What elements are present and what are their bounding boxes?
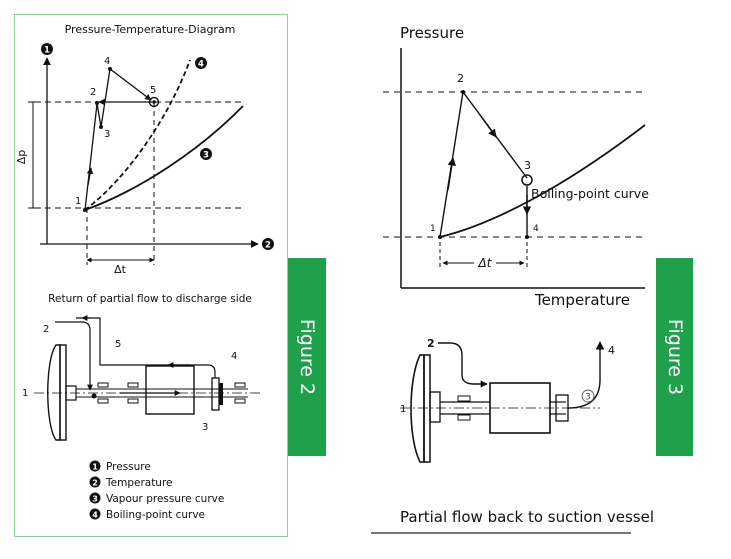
figure2-path-1-2 [84,103,98,211]
figure3-pump-sketch: 2 4 1 3 [400,337,615,463]
figure2-pump-label-4: 4 [231,351,237,362]
figure2-frame [14,14,288,537]
figure2-pressure-axis-marker [41,43,53,55]
figure3-curve-label: Boiling-point curve [531,186,649,201]
figure2-point-4: 4 [104,56,110,67]
figure2-legend: 1 Pressure 2 Temperature 3 Vapour pressu… [89,460,224,521]
figure3-tab: Figure 3 [656,258,693,456]
figure3-caption: Partial flow back to suction vessel [400,508,654,526]
figure2-rotor [145,365,195,415]
figure2-point-1: 1 [75,196,81,207]
figure2-temperature-axis-marker [262,238,274,250]
figure3-return-line [567,341,605,409]
figure3-pump-label-2: 2 [427,337,435,350]
figure2-pump-label-2: 2 [43,324,49,335]
figure2-curve4-marker [195,57,207,69]
figure2-tab: Figure 2 [288,258,326,456]
legend-num-3: 3 [92,494,98,503]
figure2-curve-marker-4: 4 [198,60,204,70]
figure2-pump-label-1: 1 [22,388,28,399]
figure2-point-3: 3 [104,129,110,140]
figure2-axis-marker-y: 1 [44,46,50,56]
figure2-point-2: 2 [90,87,96,98]
figure3-point-4: 4 [533,224,539,234]
figure3-point3-ring [521,174,533,186]
figure3-delta-t: Δt [478,256,493,270]
figure2-pump-label-3: 3 [202,422,208,433]
figure3-pt-diagram: Pressure Temperature Boiling-point curve… [383,24,649,309]
figure3-inlet-flow [438,342,488,388]
figure3-pump-label-4: 4 [608,344,615,357]
figure2-path-3-4 [100,68,111,128]
figure2-point5-ring [148,96,160,108]
figure2-pump-label-5: 5 [115,339,121,350]
figure2-diagram-title: Pressure-Temperature-Diagram [65,23,236,36]
figure2-casing [47,344,61,441]
figure2-boiling-point-curve [84,59,191,211]
figure2-path-2-3 [96,102,102,128]
figure2-point-5: 5 [150,85,156,96]
legend-num-1: 1 [92,462,98,471]
figure3-point-2: 2 [457,72,464,85]
figure2-axis-marker-x: 2 [265,241,271,251]
legend-text-2: Temperature [105,477,173,489]
figure2-vapour-pressure-curve [84,105,244,211]
figure3-pump-label-1: 1 [400,404,406,415]
figure2-pump-sketch: Return of partial flow to discharge side… [22,293,262,441]
figure2-inlet-flow [55,321,93,391]
figure2-curve-marker-3: 3 [203,151,209,161]
figure3-rotor [489,382,551,434]
figure2-delta-p: Δp [15,150,28,165]
figure3-axis-y-label: Pressure [400,24,464,42]
figure2-path-4-5 [109,68,152,101]
legend-num-2: 2 [92,478,98,487]
legend-text-4: Boiling-point curve [106,509,205,521]
figure3-point-1: 1 [430,224,436,234]
legend-text-3: Vapour pressure curve [106,493,224,505]
figure3-casing [410,354,425,463]
figure3-caption-rule [371,532,631,534]
legend-text-1: Pressure [106,461,151,473]
figure3-point-3: 3 [524,159,531,172]
figure2-pump-title: Return of partial flow to discharge side [48,293,252,305]
figure3-axis-x-label: Temperature [534,291,630,309]
figure3-boiling-point-curve [439,124,646,238]
figure2-pt-diagram: Pressure-Temperature-Diagram 1 2 Δp Δt 3… [15,23,274,276]
figure2-return-line [76,317,216,378]
figure3-pump-label-3: 3 [585,393,591,403]
figure2-curve3-marker [200,148,212,160]
legend-num-4: 4 [92,510,98,519]
figure3-pump-label-3-ring [581,389,595,403]
figure2-delta-t: Δt [114,263,127,276]
figure2-seal [211,377,220,411]
